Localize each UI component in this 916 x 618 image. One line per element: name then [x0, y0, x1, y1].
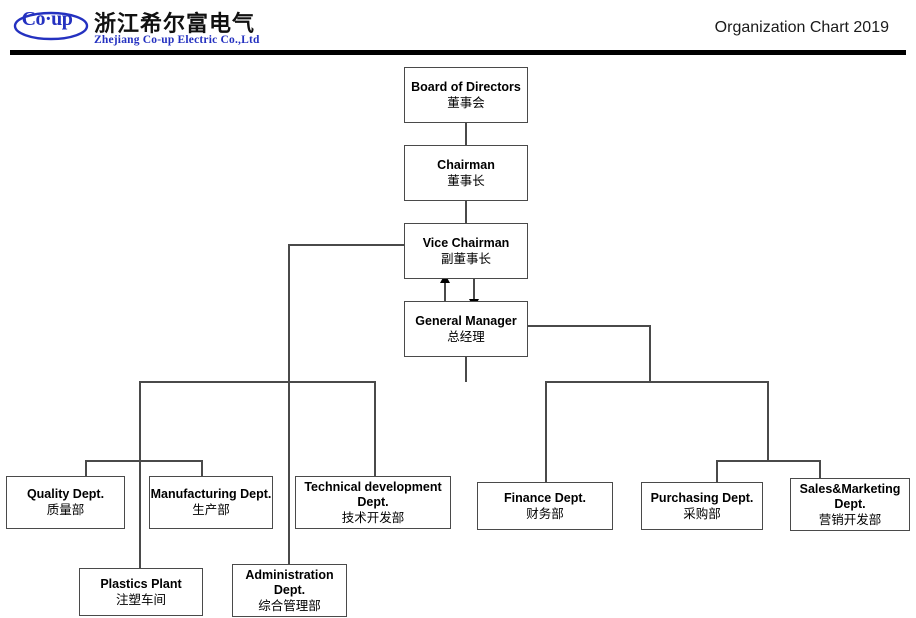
node-plastics-plant[interactable]: Plastics Plant 注塑车间: [79, 568, 203, 616]
connector-gm-to-vice-shaft: [444, 281, 446, 303]
node-label-cn: 财务部: [526, 505, 564, 521]
connector-vice-left-branch: [288, 244, 406, 246]
brand-name-chinese: 浙江希尔富电气: [94, 12, 256, 37]
node-general-manager[interactable]: General Manager 总经理: [404, 301, 528, 357]
connector-sub-bus-to-sales: [819, 460, 821, 478]
connector-bus-to-finance: [545, 381, 547, 482]
node-label-en: Board of Directors: [411, 79, 521, 94]
node-label-cn: 技术开发部: [341, 509, 405, 525]
node-label-cn: 生产部: [192, 502, 230, 517]
right-department-bus: [545, 381, 769, 383]
connector-vice-to-gm-shaft: [473, 278, 475, 300]
node-label-cn: 综合管理部: [258, 597, 321, 613]
connector-bus-to-technical: [374, 381, 376, 476]
node-manufacturing-dept[interactable]: Manufacturing Dept. 生产部: [149, 476, 273, 529]
connector-sub-bus-to-purchasing: [716, 460, 718, 482]
connector-vice-to-administration: [288, 244, 290, 569]
node-label-cn: 总经理: [447, 328, 485, 344]
connector-chairman-to-vice: [465, 200, 467, 224]
org-chart-canvas: Board of Directors 董事会 Chairman 董事长 Vice…: [0, 56, 916, 618]
page-title: Organization Chart 2019: [714, 19, 889, 36]
connector-sub-bus-to-quality: [85, 460, 87, 476]
node-label-en: Chairman: [437, 157, 495, 172]
node-label-cn: 副董事长: [440, 250, 491, 266]
node-label-en: Sales&Marketing Dept.: [799, 481, 901, 511]
node-label-cn: 营销开发部: [818, 511, 882, 527]
page-header: Co·up 浙江希尔富电气 Zhejiang Co-up Electric Co…: [0, 0, 916, 56]
connector-gm-down-to-right-bus: [649, 325, 651, 382]
purchasing-sales-sub-bus: [716, 460, 820, 462]
node-label-cn: 董事长: [447, 172, 485, 188]
quality-manufacturing-sub-bus: [85, 460, 202, 462]
node-label-en: Technical development Dept.: [304, 479, 442, 509]
node-vice-chairman[interactable]: Vice Chairman 副董事长: [404, 223, 528, 279]
node-label-cn: 质量部: [46, 502, 85, 517]
node-label-en: Purchasing Dept.: [650, 490, 754, 505]
node-finance-dept[interactable]: Finance Dept. 财务部: [477, 482, 613, 530]
node-board-of-directors[interactable]: Board of Directors 董事会: [404, 67, 528, 123]
connector-gm-down-to-left-bus: [465, 344, 467, 382]
node-administration-dept[interactable]: Administration Dept. 综合管理部: [232, 564, 347, 617]
connector-bus-to-purchasing-sales: [767, 381, 769, 461]
node-sales-marketing-dept[interactable]: Sales&Marketing Dept. 营销开发部: [790, 478, 910, 531]
brand-name-english: Zhejiang Co-up Electric Co.,Ltd: [94, 34, 260, 46]
node-label-en: Finance Dept.: [504, 490, 586, 505]
oval-logo-icon: [13, 11, 89, 41]
connector-gm-right-branch: [528, 325, 650, 327]
node-label-en: General Manager: [415, 313, 517, 328]
left-department-bus: [139, 381, 375, 383]
connector-board-to-chairman: [465, 122, 467, 146]
node-label-cn: 注塑车间: [115, 591, 166, 607]
node-label-cn: 采购部: [683, 505, 721, 521]
company-logo: Co·up 浙江希尔富电气 Zhejiang Co-up Electric Co…: [8, 4, 260, 48]
node-label-en: Plastics Plant: [100, 576, 182, 591]
connector-bus-to-plastics: [139, 381, 141, 568]
node-label-en: Administration Dept.: [245, 567, 334, 597]
node-chairman[interactable]: Chairman 董事长: [404, 145, 528, 201]
node-label-en: Quality Dept.: [26, 487, 105, 501]
node-technical-development-dept[interactable]: Technical development Dept. 技术开发部: [295, 476, 451, 529]
node-quality-dept[interactable]: Quality Dept. 质量部: [6, 476, 125, 529]
connector-sub-bus-to-manufacturing: [201, 460, 203, 476]
node-label-cn: 董事会: [447, 94, 485, 110]
node-purchasing-dept[interactable]: Purchasing Dept. 采购部: [641, 482, 763, 530]
header-divider: [10, 50, 906, 55]
logo-wordmark: Co·up: [21, 8, 73, 30]
node-label-en: Manufacturing Dept.: [150, 487, 272, 501]
node-label-en: Vice Chairman: [422, 235, 510, 250]
